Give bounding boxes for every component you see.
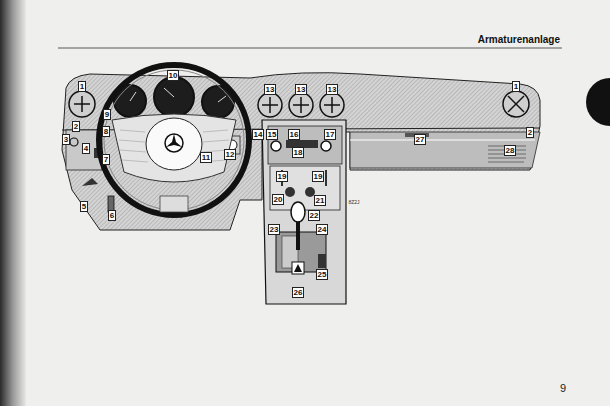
callout-number: 1 [78, 81, 86, 92]
callout-number: 14 [252, 129, 265, 140]
callout-number: 24 [316, 224, 329, 235]
callout-number: 21 [314, 195, 327, 206]
callout-number: 17 [324, 129, 337, 140]
callout-number: 9 [103, 109, 111, 120]
callout-number: 28 [504, 145, 517, 156]
callout-number: 13 [326, 84, 339, 95]
callout-number: 19 [276, 171, 289, 182]
figure-code: 8Z2J [348, 199, 359, 205]
callout-number: 25 [316, 269, 329, 280]
callout-number: 12 [224, 149, 237, 160]
page-number: 9 [560, 382, 566, 394]
callout-number: 15 [266, 129, 279, 140]
callout-number: 20 [272, 194, 285, 205]
callout-number: 4 [82, 143, 90, 154]
callout-number: 13 [295, 84, 308, 95]
callout-number: 3 [62, 134, 70, 145]
callout-number: 18 [292, 147, 305, 158]
page-heading: Armaturenanlage [478, 34, 560, 45]
callout-number: 26 [292, 287, 305, 298]
callout-number: 19 [312, 171, 325, 182]
callout-number: 2 [526, 127, 534, 138]
callout-number: 6 [108, 210, 116, 221]
callout-number: 23 [268, 224, 281, 235]
callout-number: 27 [414, 134, 427, 145]
callout-number: 22 [308, 210, 321, 221]
callout-number: 7 [102, 154, 110, 165]
callout-number: 11 [200, 152, 212, 163]
callout-number: 8 [102, 126, 110, 137]
callout-number: 13 [264, 84, 277, 95]
callout-number: 2 [72, 121, 80, 132]
callout-number: 10 [167, 70, 180, 81]
callout-number: 16 [288, 129, 301, 140]
callout-number: 5 [80, 201, 88, 212]
callout-number: 1 [512, 81, 520, 92]
